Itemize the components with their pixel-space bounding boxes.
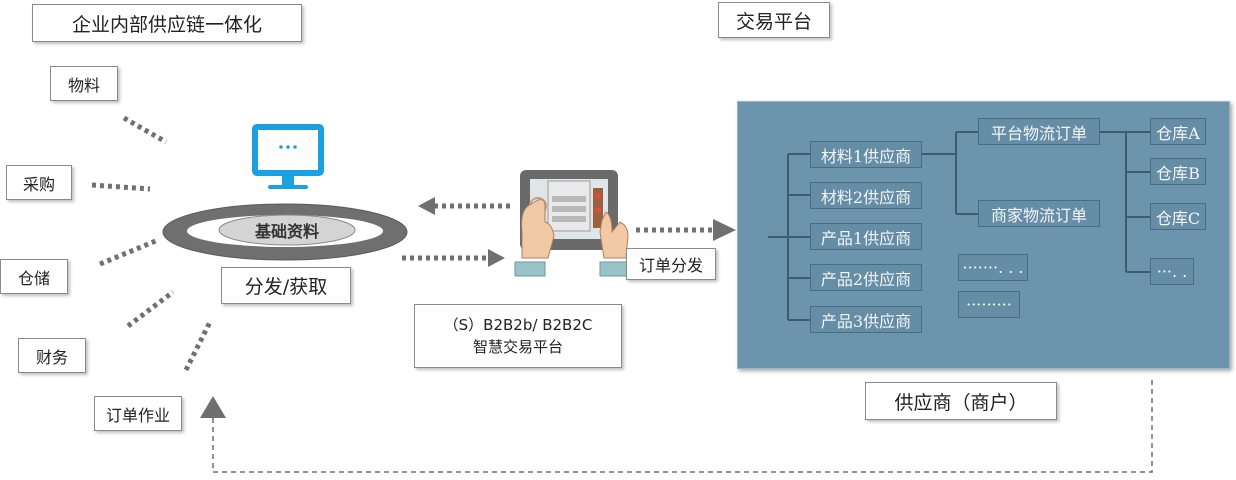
right-title: 交易平台	[718, 2, 830, 38]
supplier-product-2[interactable]: 产品2供应商	[810, 264, 922, 291]
warehouse-a[interactable]: 仓库A	[1150, 118, 1206, 145]
module-order-operations[interactable]: 订单作业	[94, 396, 182, 431]
platform-line-2: 智慧交易平台	[472, 338, 563, 356]
hub-ring	[162, 203, 408, 261]
arrow-to-tablet	[488, 249, 505, 267]
merchant-logistics-order[interactable]: 商家物流订单	[978, 200, 1100, 227]
monitor-icon	[252, 124, 324, 189]
hub-action-button[interactable]: 分发/获取	[221, 267, 351, 304]
module-spokes	[91, 115, 213, 372]
arrow-to-panel	[713, 219, 736, 241]
warehouse-more: ···. .	[1150, 258, 1194, 285]
arrow-to-hub	[418, 197, 435, 215]
supplier-label: 供应商（商户）	[865, 382, 1057, 420]
ellipsis-row-1: ·······. . .	[958, 254, 1028, 281]
supplier-material-2[interactable]: 材料2供应商	[810, 182, 922, 209]
warehouse-c[interactable]: 仓库C	[1150, 203, 1206, 230]
supplier-product-3[interactable]: 产品3供应商	[810, 306, 922, 333]
order-dispatch-label: 订单分发	[626, 248, 716, 280]
panel-tree-lines	[768, 131, 1150, 321]
module-warehousing[interactable]: 仓储	[0, 259, 68, 294]
platform-box: （S）B2B2b/ B2B2C 智慧交易平台	[414, 304, 622, 368]
supplier-panel: 材料1供应商 材料2供应商 产品1供应商 产品2供应商 产品3供应商 平台物流订…	[737, 101, 1230, 369]
module-finance[interactable]: 财务	[18, 338, 86, 373]
left-title: 企业内部供应链一体化	[32, 4, 302, 42]
platform-line-1: （S）B2B2b/ B2B2C	[443, 316, 593, 334]
platform-logistics-order[interactable]: 平台物流订单	[978, 118, 1100, 145]
feedback-arrowhead	[200, 396, 226, 418]
ellipsis-row-2: ·········	[958, 291, 1020, 318]
module-materials[interactable]: 物料	[50, 66, 118, 101]
tablet-hands-icon	[514, 170, 631, 277]
supplier-material-1[interactable]: 材料1供应商	[810, 141, 922, 168]
supplier-product-1[interactable]: 产品1供应商	[810, 223, 922, 250]
hub-label: 基础资料	[254, 222, 319, 241]
warehouse-b[interactable]: 仓库B	[1150, 158, 1206, 185]
module-purchasing[interactable]: 采购	[6, 165, 72, 200]
feedback-loop	[212, 380, 1153, 473]
flow-arrows	[402, 203, 715, 261]
